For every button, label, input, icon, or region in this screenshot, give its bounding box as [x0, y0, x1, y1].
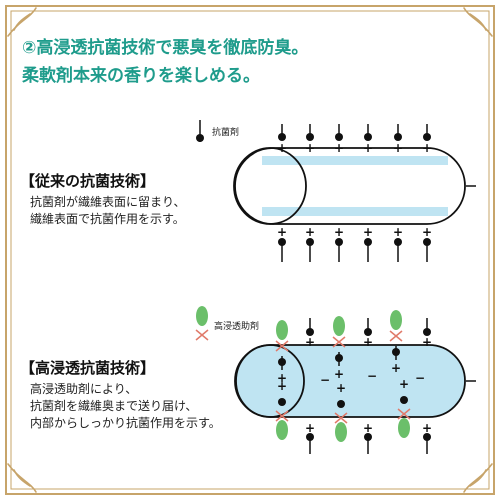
plus-sign: + [393, 141, 403, 155]
legend-antibacterial-icon [196, 120, 204, 142]
penetrant-leaf [276, 320, 288, 340]
conventional-description: 抗菌剤が繊維表面に留まり、 繊維表面で抗菌作用を示す。 [30, 194, 186, 228]
conventional-desc-line-2: 繊維表面で抗菌作用を示す。 [30, 212, 185, 226]
plus-sign: + [363, 335, 373, 349]
plus-sign: + [334, 367, 344, 381]
legend-penetrant-label: 高浸透助剤 [214, 322, 260, 332]
agent-head [337, 400, 345, 408]
plus-sign: + [305, 335, 315, 349]
high-penetration-desc-line-1: 高浸透助剤により、 [30, 382, 138, 396]
penetrant-stem [397, 408, 411, 420]
plus-sign: + [277, 379, 287, 393]
conventional-bottom-agents: + + + + + + [277, 225, 432, 262]
agent-head [394, 133, 402, 141]
minus-sign: − [320, 373, 330, 387]
agent-head [278, 133, 286, 141]
plus-sign: + [422, 225, 432, 239]
plus-sign: + [305, 225, 315, 239]
penetrant-stem [275, 410, 289, 422]
plus-sign: + [305, 421, 315, 435]
plus-sign: + [391, 361, 401, 375]
plus-sign: + [277, 141, 287, 155]
conventional-top-agents: + + + + + + [277, 124, 432, 155]
penetrant-leaf [335, 422, 347, 442]
conventional-desc-line-1: 抗菌剤が繊維表面に留まり、 [30, 195, 186, 209]
penetrant-stem [275, 340, 289, 352]
agent-head [278, 358, 286, 366]
penetrant-stem [332, 336, 346, 348]
plus-sign: + [363, 421, 373, 435]
conventional-title: 【従来の抗菌技術】 [20, 172, 156, 190]
conventional-fiber [233, 147, 476, 225]
agent-head [423, 133, 431, 141]
agent-head [392, 348, 400, 356]
headline-line-1: ②高浸透抗菌技術で悪臭を徹底防臭。 [22, 38, 309, 58]
high-penetration-description: 高浸透助剤により、 抗菌剤を繊維奥まで送り届け、 内部からしっかり抗菌作用を示す… [30, 381, 221, 432]
agent-head [335, 133, 343, 141]
high-penetration-title: 【高浸透抗菌技術】 [20, 359, 156, 377]
agent-head [306, 328, 314, 336]
plus-sign: + [422, 141, 432, 155]
agent-head [306, 133, 314, 141]
high-penetration-desc-line-2: 抗菌剤を繊維奥まで送り届け、 [30, 399, 198, 413]
agent-head [364, 328, 372, 336]
plus-sign: + [363, 225, 373, 239]
high-penetration-agents: +++++++++−−−+++ [275, 310, 432, 454]
agent-head [400, 396, 408, 404]
penetrant-leaf [276, 420, 288, 440]
plus-sign: + [422, 335, 432, 349]
plus-sign: + [399, 377, 409, 391]
plus-sign: + [363, 141, 373, 155]
penetrant-leaf [398, 418, 410, 438]
headline-line-2: 柔軟剤本来の香りを楽しめる。 [22, 66, 260, 86]
plus-sign: + [393, 225, 403, 239]
plus-sign: + [422, 421, 432, 435]
agent-head [364, 133, 372, 141]
penetrant-leaf [333, 316, 345, 336]
agent-head [278, 398, 286, 406]
penetrant-stem [334, 412, 348, 424]
minus-sign: − [415, 371, 425, 385]
plus-sign: + [334, 225, 344, 239]
plus-sign: + [277, 371, 287, 385]
legend-antibacterial-label: 抗菌剤 [212, 128, 240, 138]
minus-sign: − [367, 369, 377, 383]
high-penetration-fiber [234, 344, 476, 418]
agent-head [423, 328, 431, 336]
plus-sign: + [334, 141, 344, 155]
agent-head [335, 354, 343, 362]
penetrant-leaf [390, 310, 402, 330]
headline: ②高浸透抗菌技術で悪臭を徹底防臭。 柔軟剤本来の香りを楽しめる。 [22, 34, 482, 90]
plus-sign: + [305, 141, 315, 155]
legend-penetrant-icon [195, 306, 209, 341]
plus-sign: + [277, 225, 287, 239]
penetrant-stem [389, 330, 403, 342]
plus-sign: + [336, 381, 346, 395]
high-penetration-desc-line-3: 内部からしっかり抗菌作用を示す。 [30, 416, 221, 430]
